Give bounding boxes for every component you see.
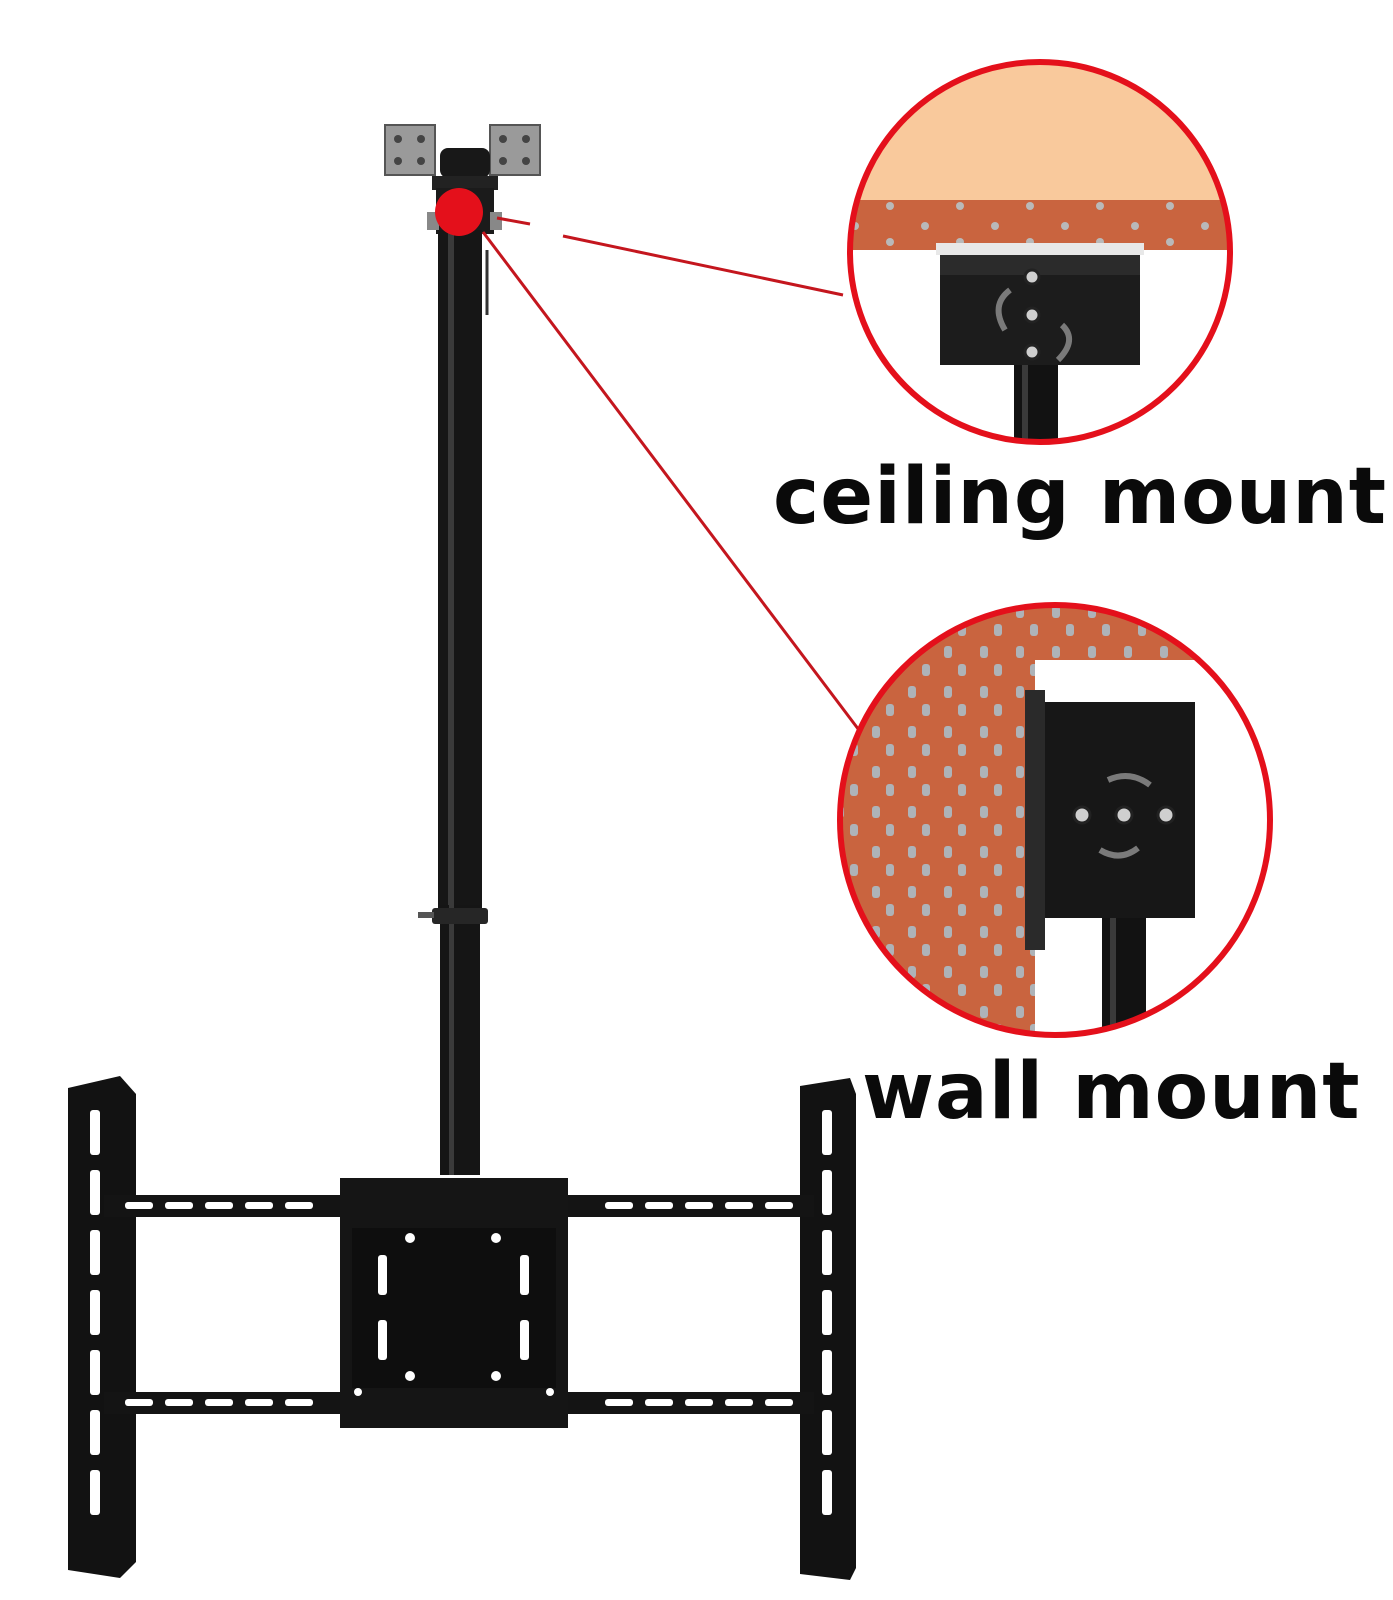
ceiling-bracket-right — [489, 124, 541, 176]
tv-bracket — [68, 1076, 856, 1580]
ceiling-mount-label: ceiling mount — [773, 452, 1388, 542]
mount-pole — [418, 230, 489, 1175]
wall-mount-label: wall mount — [862, 1047, 1361, 1137]
wall-mount-inset-icon — [837, 602, 1273, 1038]
ceiling-bracket-left — [384, 124, 436, 176]
callout-lines — [481, 216, 870, 743]
ceiling-mount-inset-icon — [847, 59, 1233, 445]
pivot-marker-icon — [435, 188, 483, 236]
